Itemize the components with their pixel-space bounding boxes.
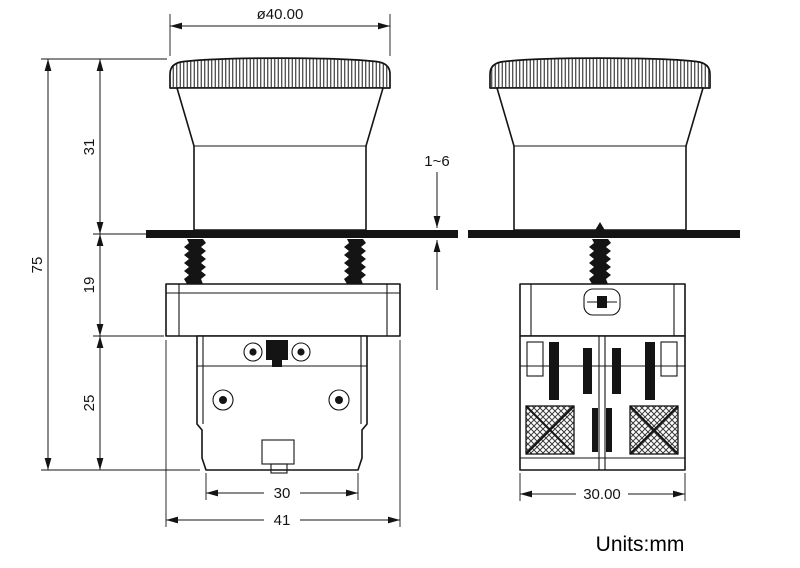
dim-label-body-depth: 30.00 [583, 486, 621, 503]
button-body-side [496, 87, 704, 231]
terminal-right [629, 405, 679, 455]
dimension-head-height: 31 [81, 59, 146, 235]
dimension-contact-block-height: 25 [81, 336, 104, 470]
body-box-side [519, 283, 686, 337]
top-screws [243, 342, 311, 362]
threaded-stud-right [344, 239, 366, 284]
dim-label-panel-thickness: 1~6 [424, 153, 449, 170]
contact-slots-left [526, 341, 598, 452]
center-stud-side [589, 222, 611, 284]
bottom-connector [261, 439, 295, 474]
dimension-under-panel-height: 19 [81, 234, 164, 337]
dim-label-contact-block-width: 30 [274, 485, 291, 502]
contact-block-side [519, 335, 686, 471]
retaining-screw [583, 288, 621, 316]
units-label: Units:mm [596, 533, 685, 556]
front-view [146, 57, 458, 474]
side-view [468, 57, 740, 471]
dim-label-overall-height: 75 [29, 257, 46, 274]
dimension-head-diameter: ø40.00 [169, 6, 391, 56]
latch-tab [266, 340, 288, 367]
contact-block-front [196, 335, 368, 474]
dim-label-head-diameter: ø40.00 [257, 6, 304, 23]
dimension-panel-thickness: 1~6 [424, 153, 450, 290]
mounting-panel-front [146, 230, 458, 238]
dimension-overall-height: 75 [29, 58, 200, 471]
threaded-stud-left [184, 239, 206, 284]
mounting-studs-front [184, 239, 366, 284]
mushroom-cap-side [489, 57, 711, 89]
dimension-contact-block-width: 30 [205, 473, 359, 502]
mushroom-cap-front [169, 57, 391, 89]
dim-label-flange-width: 41 [274, 512, 291, 529]
contact-slots-right [606, 341, 678, 452]
flange-front [165, 283, 401, 337]
terminal-left [525, 405, 575, 455]
dimension-flange-width: 41 [165, 340, 401, 529]
mid-screws [212, 389, 350, 411]
knurled-rim-front [171, 58, 389, 87]
dimension-body-depth: 30.00 [519, 473, 686, 503]
dim-label-under-panel-height: 19 [81, 277, 98, 294]
dim-label-head-height: 31 [81, 139, 98, 156]
knurled-rim-side [491, 58, 709, 87]
dim-label-contact-block-height: 25 [81, 395, 98, 412]
button-body-front [176, 87, 384, 231]
